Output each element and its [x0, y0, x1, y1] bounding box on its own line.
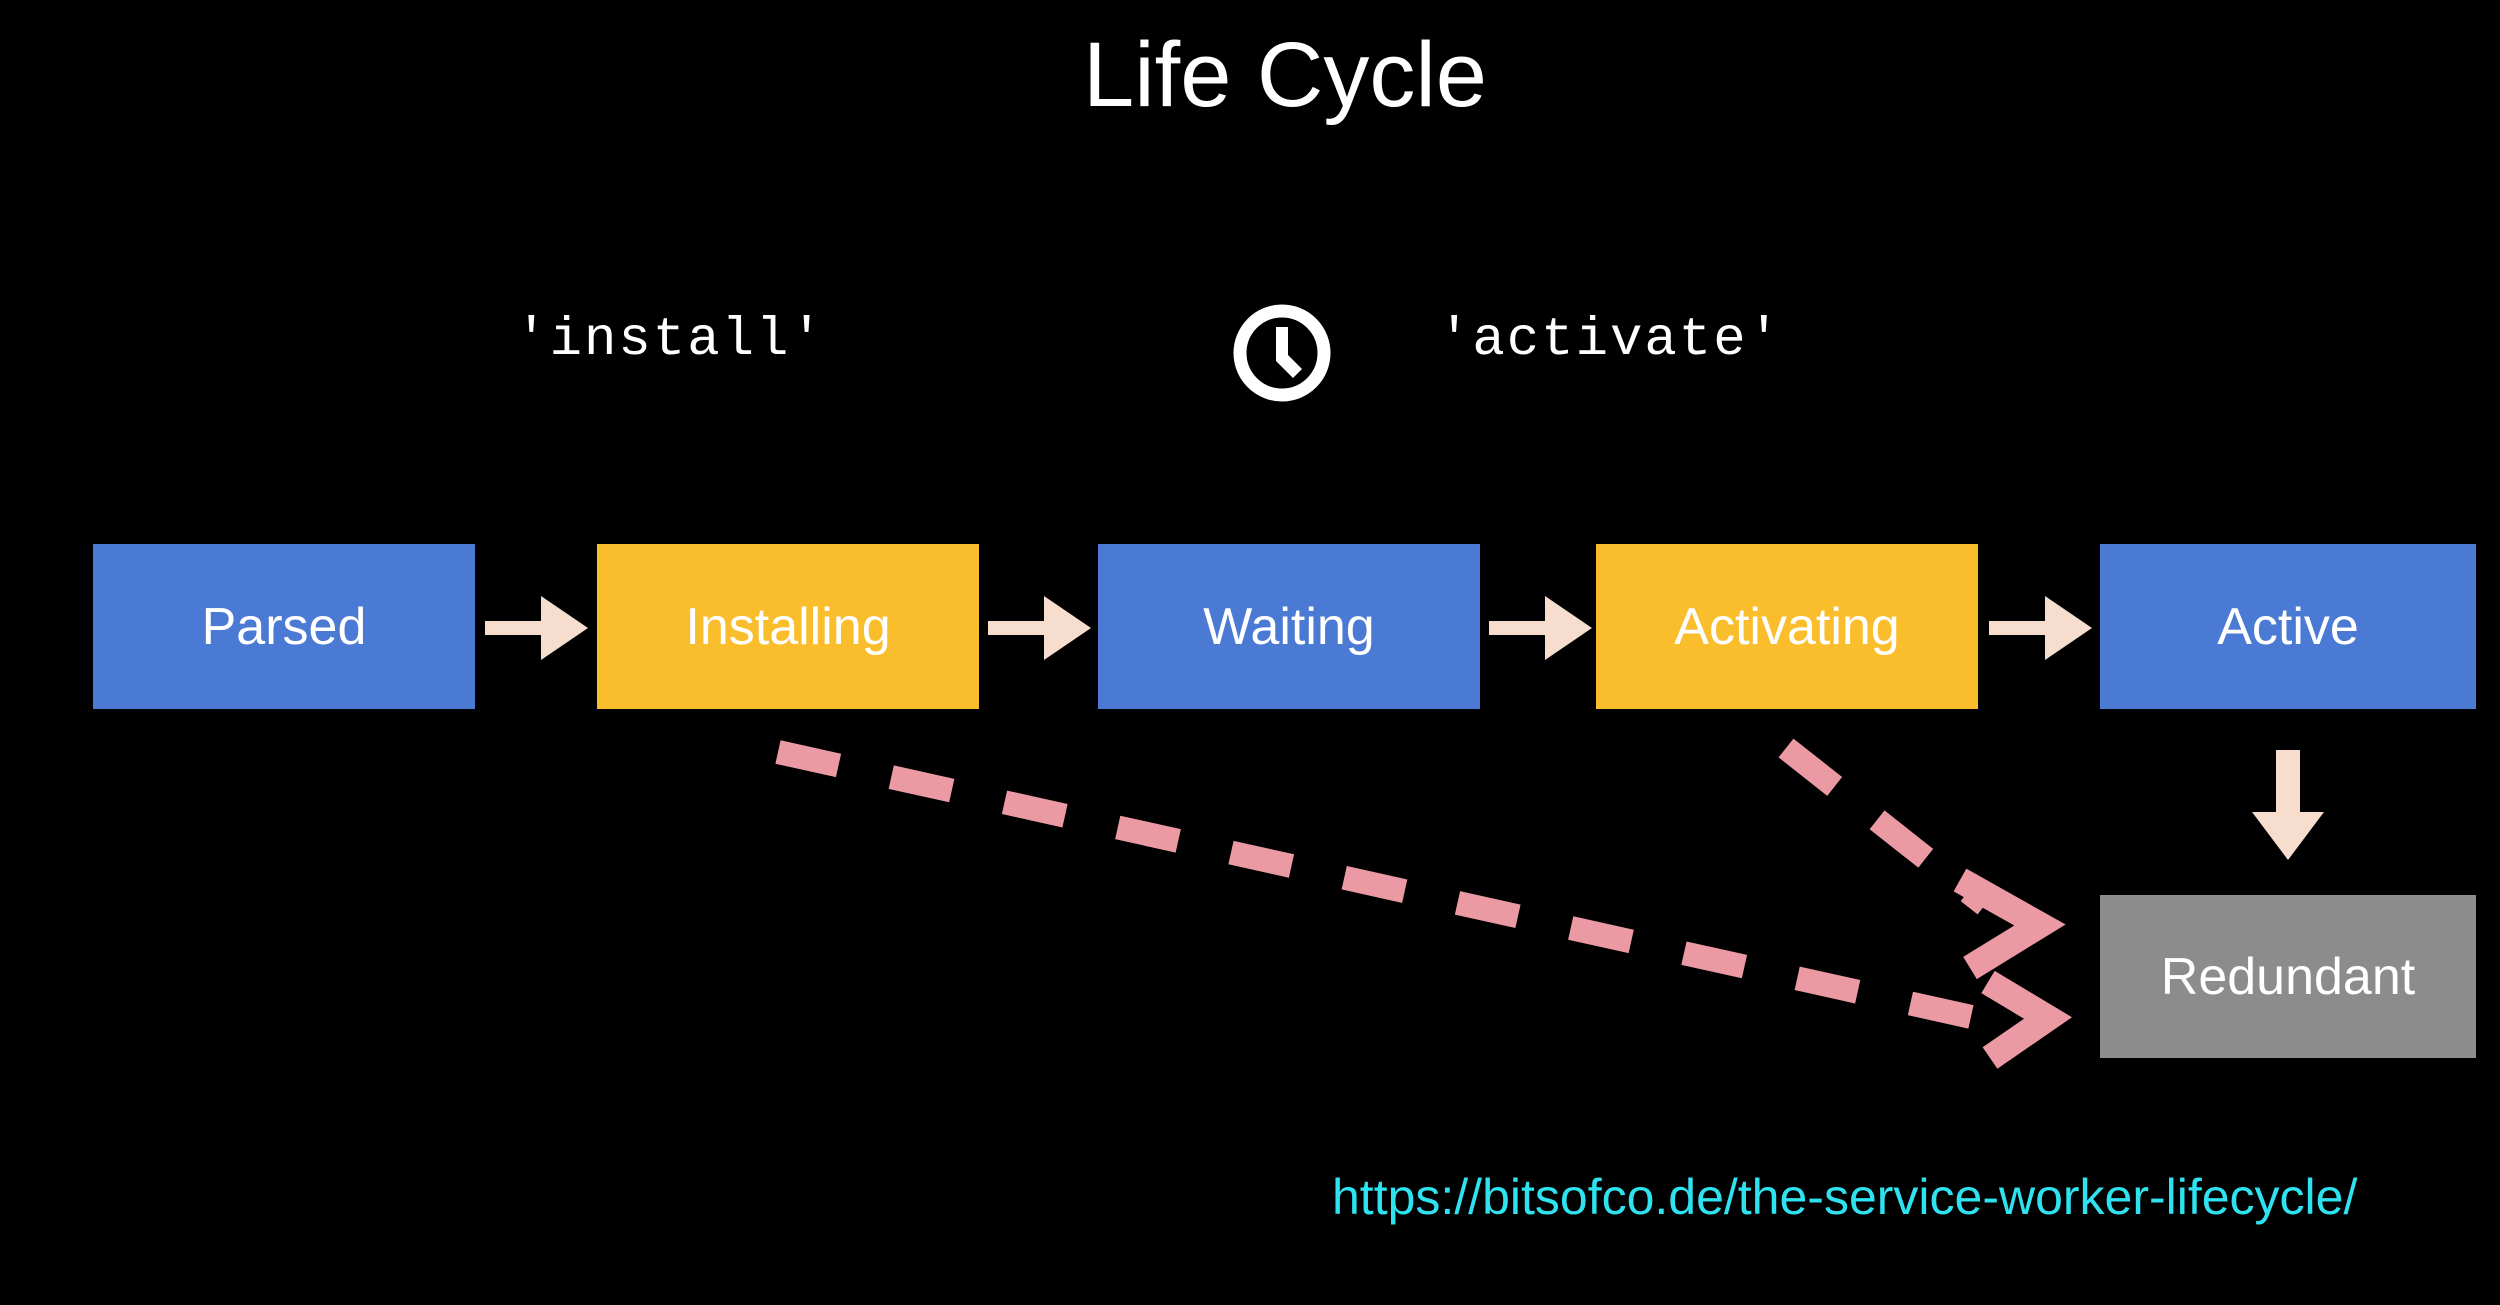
- state-box-redundant[interactable]: Redundant: [2100, 895, 2476, 1058]
- state-box-active-label: Active: [2217, 597, 2359, 656]
- down-arrow-icon-svg: [2252, 750, 2324, 860]
- state-box-parsed[interactable]: Parsed: [93, 544, 475, 709]
- right-arrow-icon-svg: [1489, 596, 1592, 660]
- right-arrow-icon-svg: [1989, 596, 2092, 660]
- state-box-waiting-label: Waiting: [1203, 597, 1375, 656]
- right-arrow-icon: [988, 592, 1093, 664]
- event-label-activate: 'activate': [1437, 310, 1783, 371]
- page-title: Life Cycle: [1083, 24, 1487, 126]
- right-arrow-icon: [485, 592, 590, 664]
- dashed-failure-arrow-icon: [1778, 738, 2066, 980]
- dashed-failure-arrow-icon: [775, 740, 2073, 1069]
- state-box-redundant-label: Redundant: [2160, 947, 2416, 1006]
- clock-icon-svg: [1233, 304, 1331, 402]
- state-box-activating[interactable]: Activating: [1596, 544, 1978, 709]
- event-label-install: 'install': [515, 310, 825, 371]
- state-box-waiting[interactable]: Waiting: [1098, 544, 1480, 709]
- right-arrow-icon-svg: [485, 596, 588, 660]
- right-arrow-icon-svg: [988, 596, 1091, 660]
- state-box-parsed-label: Parsed: [201, 597, 367, 656]
- clock-icon: [1232, 303, 1332, 403]
- down-arrow-icon: [2248, 750, 2328, 862]
- source-url-link[interactable]: https://bitsofco.de/the-service-worker-l…: [1332, 1169, 2358, 1225]
- right-arrow-icon: [1489, 592, 1594, 664]
- state-box-active[interactable]: Active: [2100, 544, 2476, 709]
- state-box-activating-label: Activating: [1674, 597, 1900, 656]
- state-box-installing-label: Installing: [685, 597, 891, 656]
- right-arrow-icon: [1989, 592, 2094, 664]
- state-box-installing[interactable]: Installing: [597, 544, 979, 709]
